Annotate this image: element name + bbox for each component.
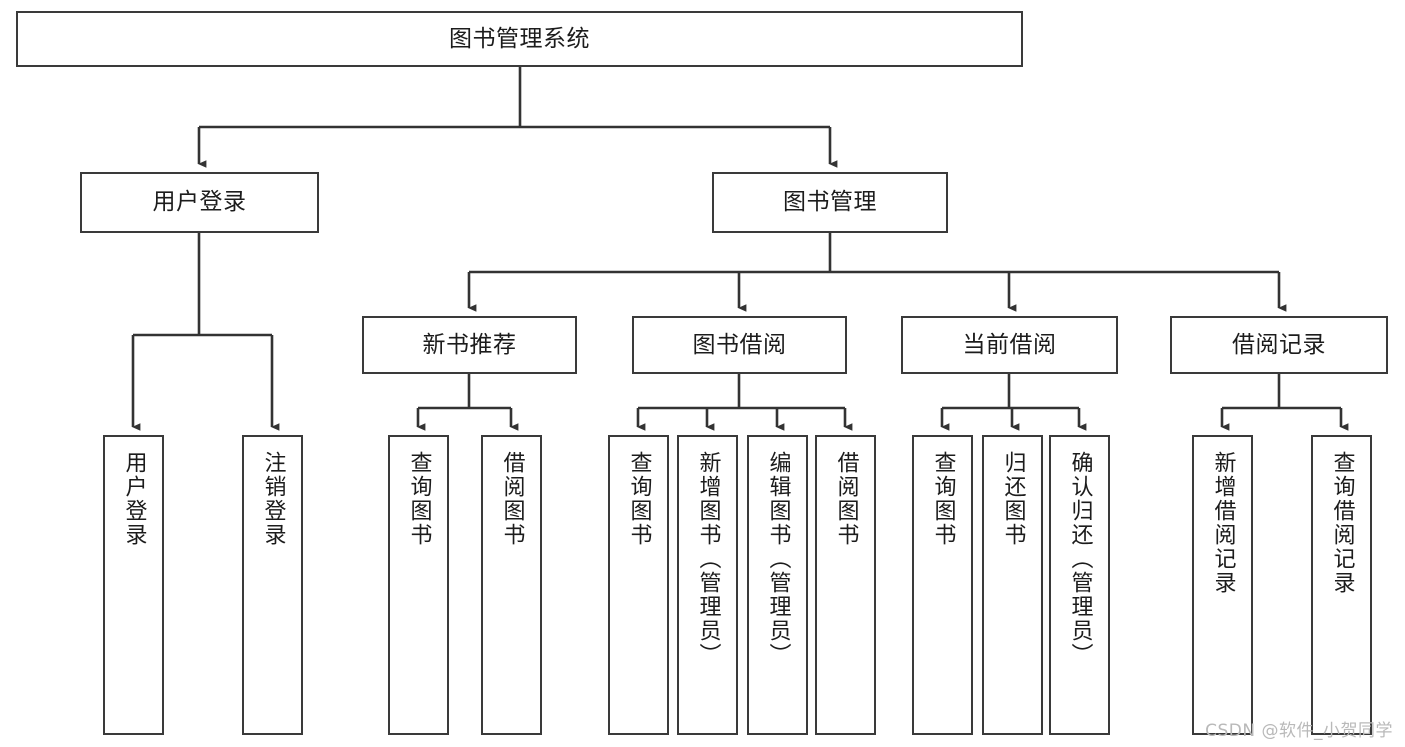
leaf-return-book-label: 归还图书 — [1000, 451, 1026, 547]
node-current-borrow-label: 当前借阅 — [962, 331, 1057, 358]
leaf-add-book-admin[interactable]: 新增图书（管理员） — [677, 435, 738, 735]
leaf-user-login[interactable]: 用户登录 — [103, 435, 164, 735]
leaf-query-book-current[interactable]: 查询图书 — [912, 435, 973, 735]
watermark-text: CSDN @软件_小贺同学 — [1205, 721, 1393, 741]
node-root-label: 图书管理系统 — [449, 25, 590, 52]
node-borrow-record[interactable]: 借阅记录 — [1170, 316, 1388, 374]
leaf-query-borrow-record[interactable]: 查询借阅记录 — [1311, 435, 1372, 735]
leaf-add-borrow-record-label: 新增借阅记录 — [1210, 451, 1236, 595]
leaf-borrow-book-label: 借阅图书 — [833, 451, 859, 547]
leaf-edit-book-admin[interactable]: 编辑图书（管理员） — [747, 435, 808, 735]
leaf-edit-book-admin-label: 编辑图书（管理员） — [765, 451, 791, 667]
leaf-query-book-current-label: 查询图书 — [930, 451, 956, 547]
node-user-login-label: 用户登录 — [152, 189, 247, 216]
leaf-query-book-recommend-label: 查询图书 — [406, 451, 432, 547]
node-book-borrow[interactable]: 图书借阅 — [632, 316, 847, 374]
leaf-borrow-book[interactable]: 借阅图书 — [815, 435, 876, 735]
node-user-login[interactable]: 用户登录 — [80, 172, 319, 233]
leaf-query-book-borrow[interactable]: 查询图书 — [608, 435, 669, 735]
leaf-query-book-borrow-label: 查询图书 — [626, 451, 652, 547]
leaf-add-book-admin-label: 新增图书（管理员） — [695, 451, 721, 667]
leaf-query-book-recommend[interactable]: 查询图书 — [388, 435, 449, 735]
node-book-management[interactable]: 图书管理 — [712, 172, 948, 233]
leaf-query-borrow-record-label: 查询借阅记录 — [1329, 451, 1355, 595]
leaf-return-book[interactable]: 归还图书 — [982, 435, 1043, 735]
leaf-borrow-book-recommend-label: 借阅图书 — [499, 451, 525, 547]
leaf-user-login-label: 用户登录 — [121, 451, 147, 547]
node-new-book-recommend-label: 新书推荐 — [422, 331, 517, 358]
leaf-confirm-return-admin[interactable]: 确认归还（管理员） — [1049, 435, 1110, 735]
leaf-logout[interactable]: 注销登录 — [242, 435, 303, 735]
node-new-book-recommend[interactable]: 新书推荐 — [362, 316, 577, 374]
leaf-logout-label: 注销登录 — [260, 451, 286, 547]
leaf-confirm-return-admin-label: 确认归还（管理员） — [1067, 451, 1093, 667]
node-current-borrow[interactable]: 当前借阅 — [901, 316, 1118, 374]
node-book-borrow-label: 图书借阅 — [692, 331, 787, 358]
node-borrow-record-label: 借阅记录 — [1232, 331, 1326, 358]
leaf-borrow-book-recommend[interactable]: 借阅图书 — [481, 435, 542, 735]
leaf-add-borrow-record[interactable]: 新增借阅记录 — [1192, 435, 1253, 735]
node-root[interactable]: 图书管理系统 — [16, 11, 1023, 67]
node-book-management-label: 图书管理 — [783, 189, 877, 216]
